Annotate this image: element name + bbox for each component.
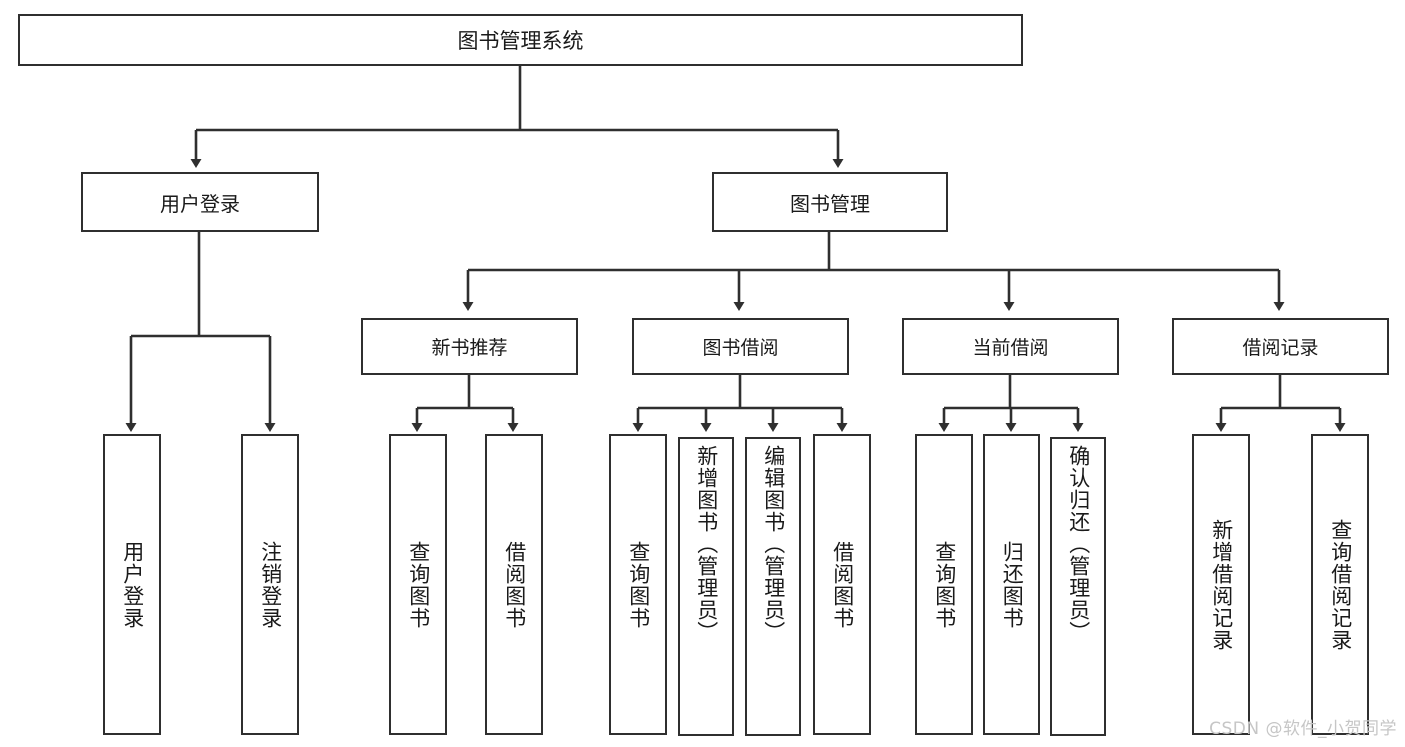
node-label: 注销登录	[258, 540, 283, 629]
node-label: 新书推荐	[431, 337, 508, 359]
leaf-book-borrow-edit[interactable]: 编辑图书（管理员）	[745, 437, 801, 736]
node-label: 确认归还（管理员）	[1066, 445, 1091, 643]
node-book-borrow[interactable]: 图书借阅	[632, 318, 849, 375]
leaf-borrow-record-query[interactable]: 查询借阅记录	[1311, 434, 1369, 735]
leaf-new-book-query[interactable]: 查询图书	[389, 434, 447, 735]
node-current-borrow[interactable]: 当前借阅	[902, 318, 1119, 375]
node-root-system[interactable]: 图书管理系统	[18, 14, 1023, 66]
node-book-management[interactable]: 图书管理	[712, 172, 948, 232]
node-label: 用户登录	[160, 191, 240, 216]
leaf-book-borrow-borrow[interactable]: 借阅图书	[813, 434, 871, 735]
node-label: 归还图书	[1000, 540, 1025, 629]
leaf-new-book-borrow[interactable]: 借阅图书	[485, 434, 543, 735]
node-label: 新增借阅记录	[1209, 518, 1234, 651]
node-label: 图书管理系统	[457, 29, 584, 53]
node-label: 图书借阅	[702, 337, 779, 359]
watermark: CSDN @软件_小贺同学	[1209, 719, 1397, 739]
node-label: 查询图书	[626, 540, 651, 629]
node-borrow-record[interactable]: 借阅记录	[1172, 318, 1389, 375]
node-user-login[interactable]: 用户登录	[81, 172, 319, 232]
node-label: 借阅记录	[1242, 337, 1319, 359]
leaf-current-borrow-query[interactable]: 查询图书	[915, 434, 973, 735]
leaf-borrow-record-add[interactable]: 新增借阅记录	[1192, 434, 1250, 735]
leaf-book-borrow-add[interactable]: 新增图书（管理员）	[678, 437, 734, 736]
node-label: 借阅图书	[830, 540, 855, 629]
node-label: 查询借阅记录	[1328, 518, 1353, 651]
node-new-book-recommend[interactable]: 新书推荐	[361, 318, 578, 375]
node-label: 当前借阅	[972, 337, 1049, 359]
node-label: 新增图书（管理员）	[694, 445, 719, 643]
leaf-book-borrow-query[interactable]: 查询图书	[609, 434, 667, 735]
node-label: 查询图书	[932, 540, 957, 629]
node-label: 借阅图书	[502, 540, 527, 629]
leaf-current-borrow-confirm-return[interactable]: 确认归还（管理员）	[1050, 437, 1106, 736]
leaf-user-login-logout[interactable]: 注销登录	[241, 434, 299, 735]
node-label: 查询图书	[406, 540, 431, 629]
node-label: 图书管理	[790, 191, 870, 216]
node-label: 用户登录	[120, 540, 145, 629]
leaf-current-borrow-return[interactable]: 归还图书	[983, 434, 1040, 735]
node-label: 编辑图书（管理员）	[761, 445, 786, 643]
leaf-user-login-login[interactable]: 用户登录	[103, 434, 161, 735]
